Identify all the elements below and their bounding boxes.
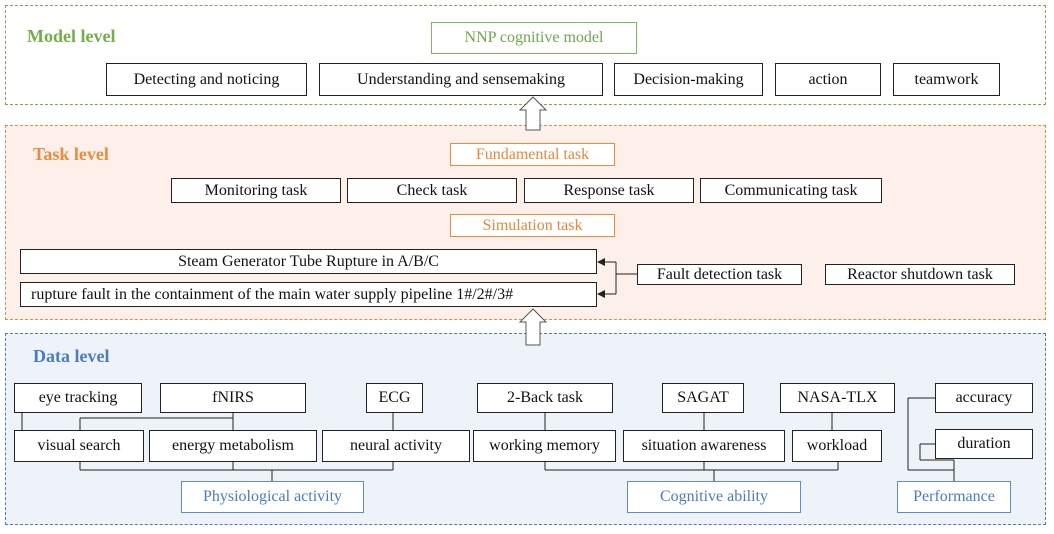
duration-box: duration (935, 429, 1033, 459)
two-back-task-box: 2-Back task (477, 383, 613, 413)
simulation-task-box: Simulation task (450, 214, 615, 237)
model-item-understanding: Understanding and sensemaking (319, 63, 603, 96)
reactor-shutdown-task-box: Reactor shutdown task (825, 264, 1015, 285)
working-memory-box: working memory (473, 430, 616, 462)
performance-box: Performance (897, 481, 1011, 513)
model-item-decision-making: Decision-making (614, 63, 763, 96)
data-level-panel (5, 333, 1046, 525)
fundamental-task-box: Fundamental task (450, 143, 615, 166)
visual-search-box: visual search (14, 430, 144, 462)
data-level-title: Data level (33, 346, 110, 366)
response-task-box: Response task (524, 178, 694, 203)
sagat-box: SAGAT (662, 383, 744, 413)
accuracy-box: accuracy (935, 383, 1033, 413)
ecg-box: ECG (366, 383, 423, 413)
nasa-tlx-box: NASA-TLX (780, 383, 895, 413)
check-task-box: Check task (347, 178, 517, 203)
model-level-title: Model level (27, 26, 116, 46)
eye-tracking-box: eye tracking (14, 383, 142, 413)
workload-box: workload (792, 430, 882, 462)
sgtr-scenario-box: Steam Generator Tube Rupture in A/B/C (20, 249, 597, 274)
model-item-detecting: Detecting and noticing (106, 63, 307, 96)
energy-metabolism-box: energy metabolism (149, 430, 317, 462)
communicating-task-box: Communicating task (700, 178, 882, 203)
neural-activity-box: neural activity (322, 430, 470, 462)
situation-awareness-box: situation awareness (623, 430, 785, 462)
fnirs-box: fNIRS (160, 383, 306, 413)
model-item-teamwork: teamwork (893, 63, 1000, 96)
fault-detection-task-box: Fault detection task (637, 264, 802, 285)
monitoring-task-box: Monitoring task (171, 178, 341, 203)
model-item-action: action (775, 63, 881, 96)
rupture-scenario-box: rupture fault in the containment of the … (20, 282, 597, 307)
cognitive-ability-box: Cognitive ability (627, 481, 801, 513)
task-level-title: Task level (33, 144, 109, 164)
nnp-cognitive-model-box: NNP cognitive model (431, 22, 637, 54)
physiological-activity-box: Physiological activity (181, 481, 364, 513)
